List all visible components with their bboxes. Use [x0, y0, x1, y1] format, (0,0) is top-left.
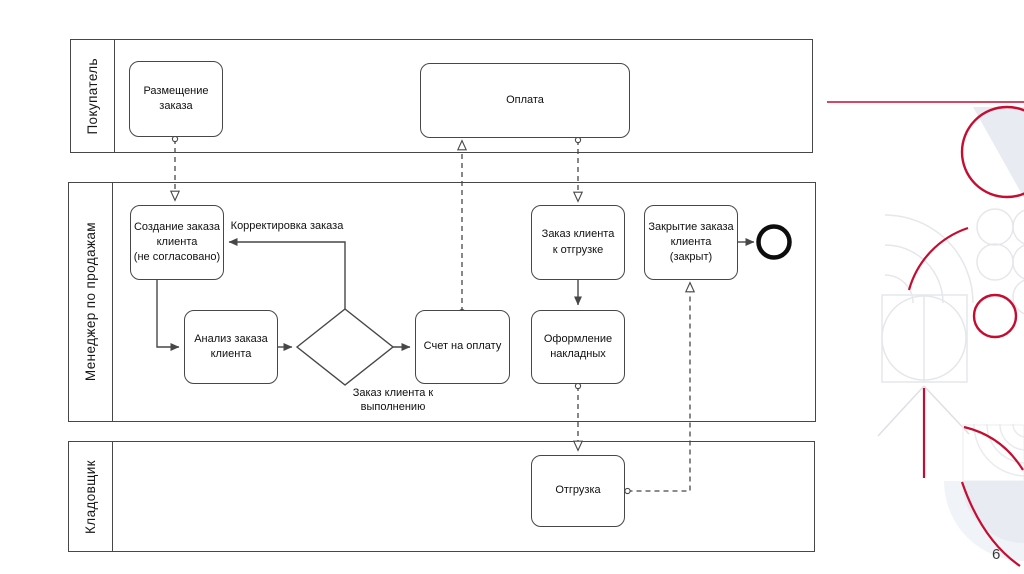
deco-diagonal-left — [877, 385, 925, 437]
task-order-to-ship-label: Заказ клиента к отгрузке — [541, 228, 615, 256]
deco-corner-arc — [986, 423, 1024, 464]
task-waybills: Оформление накладных — [531, 310, 625, 384]
task-analyze-order-label: Анализ заказа клиента — [194, 332, 268, 360]
deco-fan-inner — [962, 481, 1024, 543]
deco-red-circle-large — [960, 105, 1024, 199]
gateway-diamond — [295, 308, 395, 386]
task-place-order-label: Размещение заказа — [143, 84, 209, 112]
flow-label-to-execution: Заказ клиента к выполнению — [352, 387, 434, 414]
task-shipment-label: Отгрузка — [555, 484, 601, 497]
task-close-order-label: Закрытие заказа клиента (закрыт) — [648, 220, 734, 264]
task-create-order: Создание заказа клиента (не согласовано) — [130, 205, 224, 280]
task-payment-label: Оплата — [506, 93, 544, 106]
deco-corner-arc — [973, 423, 1024, 477]
deco-red-arc-3 — [960, 481, 1021, 567]
deco-circle-grid — [1012, 244, 1024, 280]
page-number: 6 — [992, 546, 1001, 563]
flow-create-to-analyze — [156, 280, 180, 351]
deco-red-arc-2 — [963, 425, 1024, 471]
deco-red-arc-1 — [907, 226, 969, 291]
msg-shipment-to-close — [628, 283, 691, 491]
end-event-circle — [756, 224, 792, 260]
deco-circle-grid — [976, 243, 1014, 281]
deco-diagonal-right — [923, 385, 970, 435]
deco-gray-arc-1 — [884, 214, 974, 304]
deco-corner-arc — [999, 423, 1024, 451]
deco-gray-arc-2 — [884, 244, 944, 304]
task-waybills-label: Оформление накладных — [543, 332, 613, 360]
deco-circle-grid — [1012, 209, 1024, 245]
deco-circle-grid — [1012, 279, 1024, 315]
decorative-pattern — [827, 101, 1024, 567]
deco-corner-arc — [1012, 423, 1024, 438]
flow-gateway-to-create-correction — [228, 238, 346, 309]
deco-arc-square — [962, 424, 1024, 482]
task-invoice-label: Счет на оплату — [423, 340, 502, 353]
deco-circle-grid — [976, 208, 1014, 246]
task-payment: Оплата — [420, 63, 630, 138]
deco-gray-arc-3 — [884, 274, 914, 304]
message-flows — [175, 139, 690, 491]
lane-buyer-header: Покупатель — [71, 40, 115, 152]
task-invoice: Счет на оплату — [415, 310, 510, 384]
task-place-order: Размещение заказа — [129, 61, 223, 137]
task-shipment: Отгрузка — [531, 455, 625, 527]
task-create-order-label: Создание заказа клиента (не согласовано) — [133, 220, 221, 264]
lane-storekeeper-header: Кладовщик — [69, 442, 113, 551]
deco-triangle — [973, 107, 1024, 198]
task-order-to-ship: Заказ клиента к отгрузке — [531, 205, 625, 280]
lane-sales-manager-header: Менеджер по продажам — [69, 183, 113, 421]
task-close-order: Закрытие заказа клиента (закрыт) — [644, 205, 738, 280]
flow-label-correction: Корректировка заказа — [230, 220, 344, 232]
sequence-flows — [156, 238, 755, 351]
deco-red-circle-small — [972, 293, 1018, 339]
task-analyze-order: Анализ заказа клиента — [184, 310, 278, 384]
